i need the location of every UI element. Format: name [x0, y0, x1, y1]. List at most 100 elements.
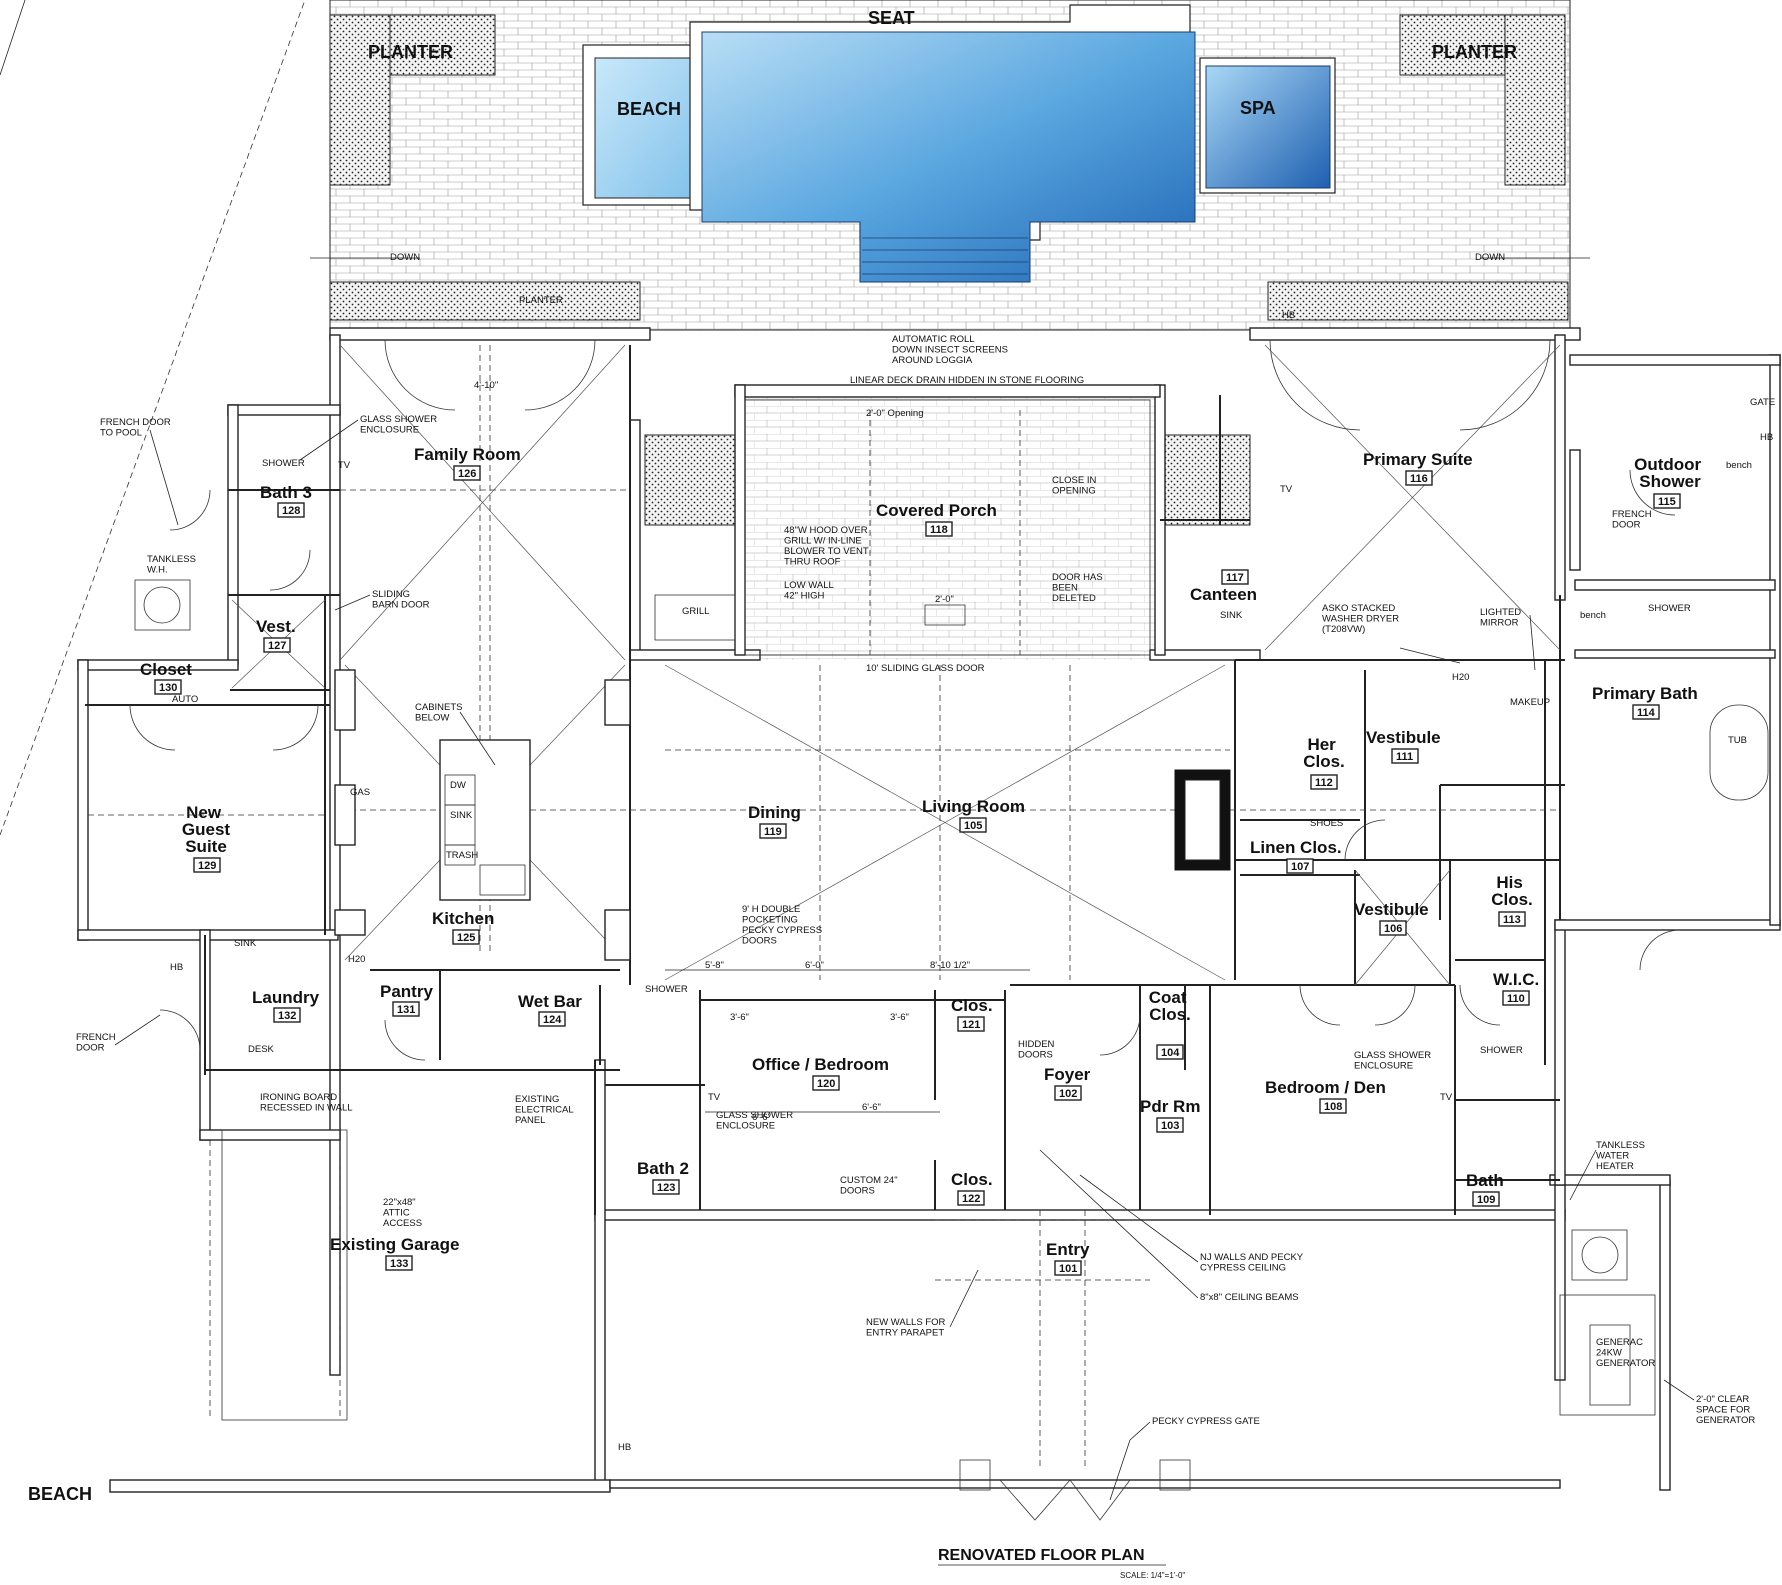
room-number: 132	[278, 1010, 296, 1022]
room-name: Covered Porch	[876, 501, 997, 520]
text-line: TANKLESS	[1596, 1140, 1645, 1151]
room-linen-clos: Linen Clos. 107	[1250, 838, 1342, 874]
note-custom-doors: CUSTOM 24"DOORS	[840, 1175, 898, 1197]
room-name: Clos.	[951, 996, 993, 1015]
ac-unit-left	[134, 579, 191, 631]
h20-label: H20	[1452, 672, 1469, 683]
room-name: Her Clos.	[1303, 735, 1345, 771]
tub-label: TUB	[1728, 735, 1747, 746]
bench-label: bench	[1726, 460, 1752, 471]
entry-gate	[959, 1459, 1191, 1521]
room-wet-bar: Wet Bar 124	[518, 992, 582, 1027]
room-outdoor-shower: Outdoor Shower 115	[1634, 455, 1702, 509]
text-line: WATER	[1596, 1151, 1629, 1162]
room-name-line: Clos.	[1149, 1005, 1191, 1024]
h20-label: H20	[348, 954, 365, 965]
pool-steps	[862, 237, 1028, 275]
room-number: 127	[268, 640, 286, 652]
room-name: Family Room	[414, 445, 521, 464]
room-pantry: Pantry 131	[380, 982, 433, 1017]
room-number: 113	[1503, 914, 1521, 926]
pool-beach-label: BEACH	[617, 99, 681, 119]
room-office-bedroom: Office / Bedroom 120	[752, 1055, 889, 1091]
room-name-line: Coat	[1149, 988, 1187, 1007]
planter-label-right: PLANTER	[1432, 42, 1517, 62]
room-number: 121	[962, 1019, 980, 1031]
text-line: PECKY CYPRESS	[742, 925, 822, 936]
room-name: Existing Garage	[330, 1235, 459, 1254]
text-line: FRENCH	[76, 1032, 116, 1043]
dim-label: 4'-10"	[474, 380, 498, 391]
text-line: HEATER	[1596, 1161, 1634, 1172]
text-line: ASKO STACKED	[1322, 603, 1395, 614]
note-linear-drain: LINEAR DECK DRAIN HIDDEN IN STONE FLOORI…	[850, 375, 1084, 386]
beach-corner-label: BEACH	[28, 1484, 92, 1504]
pool-seat-label: SEAT	[868, 8, 915, 28]
room-number: 129	[198, 860, 216, 872]
text-line: 24KW	[1596, 1348, 1622, 1359]
room-foyer: Foyer 102	[1044, 1065, 1091, 1101]
room-name: Bath 3	[260, 483, 312, 502]
down-label-right: DOWN	[1475, 252, 1505, 263]
plan-scale: SCALE: 1/4"=1'-0"	[1120, 1571, 1185, 1580]
tv-label: TV	[338, 460, 351, 471]
hb-label: HB	[170, 962, 183, 973]
fixture-labels: SHOWER SHOWER SHOWER SHOWER TV TV TV TV …	[170, 310, 1773, 1453]
room-name: Primary Bath	[1592, 684, 1698, 703]
text-line: ACCESS	[383, 1218, 422, 1229]
text-line: IRONING BOARD	[260, 1092, 337, 1103]
porch-details	[654, 399, 1151, 656]
text-line: GENERATOR	[1596, 1358, 1655, 1369]
text-line: PANEL	[515, 1115, 545, 1126]
text-line: POCKETING	[742, 915, 798, 926]
room-number: 107	[1291, 861, 1309, 873]
room-number: 102	[1059, 1088, 1077, 1100]
room-name: Dining	[748, 803, 801, 822]
room-number: 108	[1324, 1101, 1342, 1113]
room-number: 105	[964, 820, 982, 832]
room-dining: Dining 119	[748, 803, 801, 839]
text-line: TO POOL	[100, 428, 142, 439]
text-line: FRENCH	[1612, 509, 1652, 520]
sink-label: SINK	[450, 810, 473, 821]
tv-label: TV	[1440, 1092, 1453, 1103]
room-bath-3: Bath 3 128	[260, 483, 312, 518]
room-coat-clos: Coat Clos. 104	[1149, 988, 1191, 1060]
text-line: 9' H DOUBLE	[742, 904, 800, 915]
room-name: Office / Bedroom	[752, 1055, 889, 1074]
room-number: 112	[1315, 777, 1333, 789]
room-closet: Closet 130	[140, 660, 192, 695]
text-line: W.H.	[147, 565, 168, 576]
room-number: 120	[817, 1078, 835, 1090]
text-line: EXISTING	[515, 1094, 559, 1105]
text-line: BELOW	[415, 713, 449, 724]
room-number: 106	[1384, 923, 1402, 935]
planter-label-bottom: PLANTER	[519, 295, 563, 306]
tv-label: TV	[1280, 484, 1293, 495]
room-kitchen: Kitchen 125	[432, 909, 494, 945]
text-line: FRENCH DOOR	[100, 417, 171, 428]
room-name: Pantry	[380, 982, 433, 1001]
text-line: 22"x48"	[383, 1197, 416, 1208]
dim-label: 2'-0" Opening	[866, 408, 923, 419]
down-label-left: DOWN	[390, 252, 420, 263]
dim-label: 6'-6"	[862, 1102, 881, 1113]
text-line: GENERAC	[1596, 1337, 1643, 1348]
room-name: Vest.	[256, 617, 296, 636]
trash-label: TRASH	[446, 850, 478, 861]
bench-label: bench	[1580, 610, 1606, 621]
room-name-line: Shower	[1639, 472, 1701, 491]
room-vestibule-106: Vestibule 106	[1354, 900, 1429, 936]
room-name-line: Her	[1307, 735, 1336, 754]
room-labels: Family Room 126 Bath 3 128 Vest. 127 Clo…	[140, 445, 1702, 1276]
